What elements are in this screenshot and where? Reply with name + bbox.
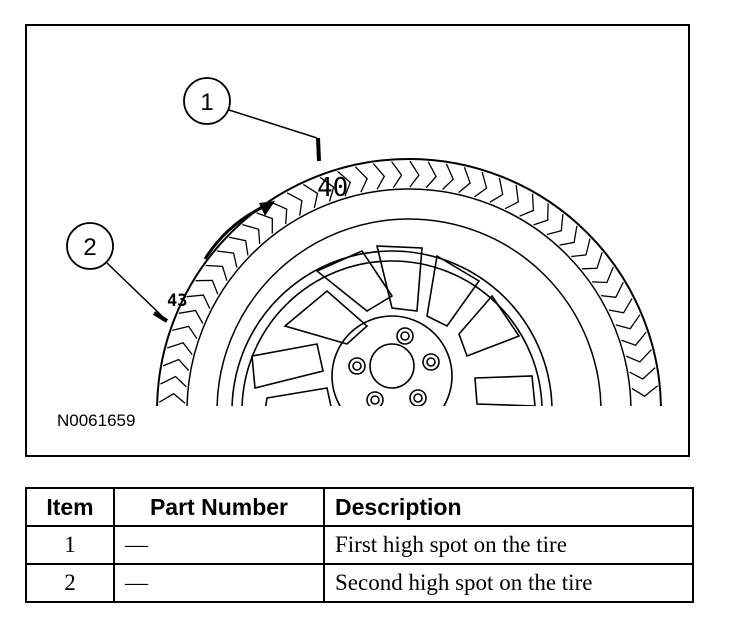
- tread-groove: [302, 183, 319, 209]
- tread-groove: [442, 163, 454, 190]
- tread-groove: [591, 266, 614, 284]
- tire-illustration: 1 40 2 43: [66, 77, 662, 406]
- tread-groove: [425, 161, 437, 189]
- tread-groove: [186, 294, 211, 309]
- tread-groove: [474, 171, 488, 198]
- tire-sidewall-edge: [216, 218, 602, 406]
- mark-label-2: 43: [167, 291, 187, 311]
- tread-groove: [195, 279, 219, 295]
- tread-groove: [582, 252, 603, 270]
- tread-groove: [391, 161, 403, 188]
- tread-groove: [533, 203, 549, 226]
- tire-diagram: 1 40 2 43 N0061659: [25, 24, 690, 457]
- row-item: 1: [25, 525, 115, 565]
- header-part-number: Part Number: [113, 487, 325, 527]
- tread-groove: [625, 349, 652, 363]
- tread-groove: [458, 166, 471, 194]
- header-item: Item: [25, 487, 115, 527]
- tread-groove: [631, 385, 659, 397]
- tread-groove: [608, 297, 633, 314]
- figure-code: N0061659: [57, 411, 136, 430]
- tread-groove: [372, 163, 386, 190]
- tread-groove: [621, 331, 647, 346]
- tread-groove: [571, 238, 591, 258]
- tread-groove: [546, 213, 564, 236]
- tread-groove: [629, 367, 656, 380]
- tread-groove: [242, 223, 261, 245]
- tread-groove: [337, 170, 352, 197]
- high-spot-mark-1: [316, 137, 321, 162]
- table-row: 1 — First high spot on the tire: [25, 525, 694, 565]
- tire-outer-edge: [156, 158, 662, 406]
- tread-groove: [504, 185, 520, 210]
- tread-groove: [409, 160, 420, 188]
- tread-groove: [286, 192, 303, 216]
- tread-groove: [172, 325, 198, 340]
- callout-2-number: 2: [83, 234, 96, 261]
- row-part-number: —: [113, 563, 325, 603]
- callout-1-number: 1: [200, 89, 213, 116]
- tread-groove: [178, 309, 204, 324]
- tread-groove: [166, 342, 193, 355]
- tread-groove: [229, 236, 249, 256]
- legend-header-row: Item Part Number Description: [25, 487, 694, 527]
- table-row: 2 — Second high spot on the tire: [25, 563, 694, 603]
- tread-groove: [519, 193, 535, 217]
- tread-groove: [354, 166, 368, 193]
- row-description: Second high spot on the tire: [323, 563, 694, 603]
- tread-groove: [271, 201, 288, 225]
- row-part-number: —: [113, 525, 325, 565]
- tread-groove: [216, 250, 238, 268]
- callout-2: 2 43: [66, 222, 187, 323]
- callout-1: 1 40: [183, 77, 348, 203]
- wheel: [231, 245, 553, 406]
- tread-groove: [205, 264, 228, 281]
- tread-groove: [615, 314, 641, 330]
- row-item: 2: [25, 563, 115, 603]
- rotation-arrow: [203, 201, 275, 260]
- row-description: First high spot on the tire: [323, 525, 694, 565]
- tread-groove: [158, 392, 186, 404]
- mark-label-1: 40: [317, 173, 348, 203]
- tread-groove: [160, 375, 187, 388]
- high-spot-mark-2: [152, 311, 169, 323]
- tread-groove: [256, 212, 273, 234]
- tread-groove: [600, 281, 624, 298]
- header-description: Description: [323, 487, 694, 527]
- tread-groove: [319, 176, 335, 202]
- tread-groove: [162, 358, 190, 372]
- legend-table: Item Part Number Description 1 — First h…: [25, 487, 694, 603]
- tread-groove: [559, 225, 578, 246]
- tire-tread-inner-edge: [186, 188, 632, 406]
- tread-groove: [489, 177, 504, 203]
